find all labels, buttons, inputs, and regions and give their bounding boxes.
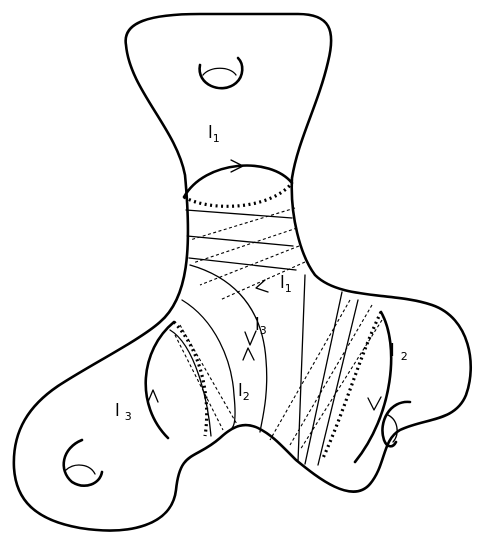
surface-outline	[14, 14, 471, 530]
